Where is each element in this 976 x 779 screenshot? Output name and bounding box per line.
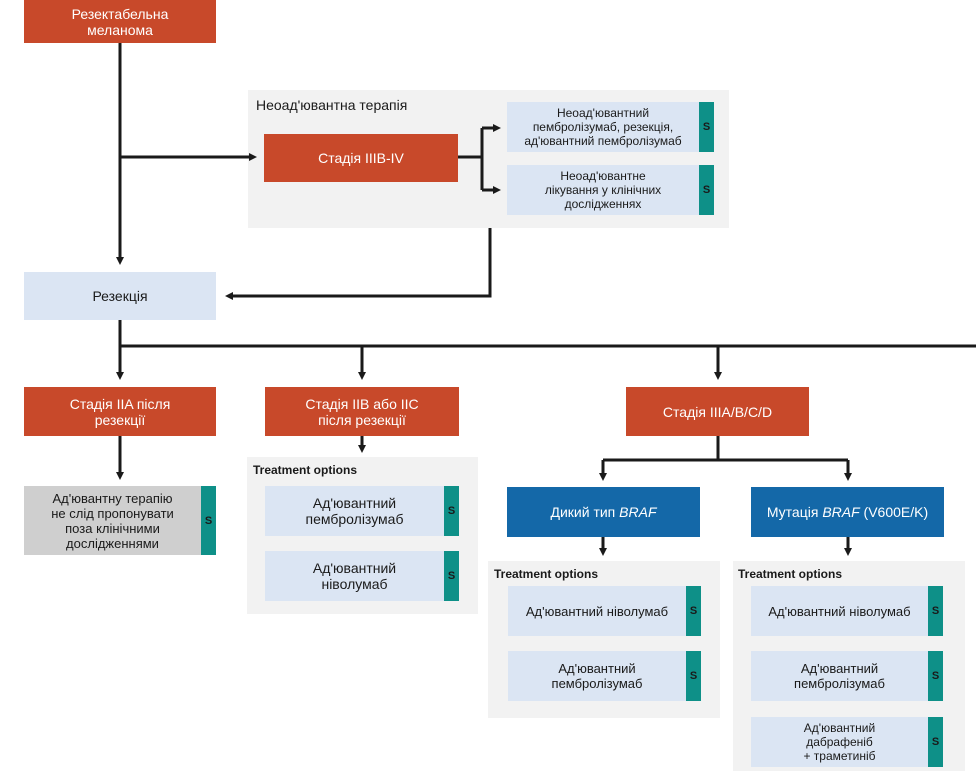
iib-option-2-text: Ад'ювантний ніволумаб: [312, 560, 397, 592]
braf-wildtype-prefix: Дикий тип: [550, 504, 620, 520]
mutation-treatment-options-header: Treatment options: [738, 567, 843, 581]
stage-iia-node: Стадія IIA після резекції: [24, 387, 216, 436]
braf-mutation-label: Мутація BRAF (V600E/K): [767, 504, 928, 520]
stage-iiib-iv-node: Стадія IIIB-IV: [264, 134, 458, 182]
iib-option-1-text: Ад'ювантний пембролізумаб: [305, 495, 404, 527]
return-to-resection-arrow: [225, 228, 492, 300]
braf-mutation-prefix: Мутація: [766, 504, 823, 520]
neoadjuvant-panel-title: Неоад'ювантна терапія: [256, 97, 408, 113]
iia-option: Ад'ювантну терапію не слід пропонувати п…: [24, 486, 216, 555]
resection-node: Резекція: [24, 272, 216, 320]
mutation-option-1-s-badge: S: [928, 586, 943, 636]
iib-treatment-options-header: Treatment options: [253, 463, 358, 477]
mutation-option-2: Ад'ювантний пембролізумаб S: [751, 651, 943, 701]
braf-mutation-suffix: (V600E/K): [859, 504, 929, 520]
neoadj-option-1-s-badge: S: [699, 102, 714, 152]
braf-mutation-node: Мутація BRAF (V600E/K): [751, 487, 944, 537]
wildtype-option-2-s-badge: S: [686, 651, 701, 701]
mutation-option-3-s-badge: S: [928, 717, 943, 767]
iia-option-text: Ад'ювантну терапію не слід пропонувати п…: [51, 490, 174, 551]
stage-iiib-iv-label: Стадія IIIB-IV: [318, 150, 404, 166]
wildtype-option-2-text: Ад'ювантний пембролізумаб: [551, 661, 643, 691]
mutation-option-3: Ад'ювантний дабрафеніб + траметиніб S: [751, 717, 943, 767]
stage-iib-iic-node: Стадія IIB або IIC після резекції: [265, 387, 459, 436]
mutation-option-2-s-badge: S: [928, 651, 943, 701]
resectable-melanoma-node: Резектабельна меланома: [24, 0, 216, 43]
wildtype-option-1: Ад'ювантний ніволумаб S: [508, 586, 701, 636]
stage-iii-label: Стадія IIIA/B/C/D: [662, 403, 773, 420]
stage-iia-label: Стадія IIA після резекції: [69, 395, 171, 428]
braf-wildtype-gene: BRAF: [619, 504, 657, 520]
wildtype-option-1-s-badge: S: [686, 586, 701, 636]
neoadj-option-1-text: Неоад'ювантний пембролізумаб, резекція, …: [524, 106, 682, 148]
braf-wildtype-node: Дикий тип BRAF: [507, 487, 700, 537]
wildtype-treatment-options-header: Treatment options: [494, 567, 599, 581]
braf-mutation-gene: BRAF: [822, 504, 860, 520]
neoadj-option-2-s-badge: S: [699, 165, 714, 215]
iia-option-s-badge: S: [201, 486, 216, 555]
iib-option-2-s-badge: S: [444, 551, 459, 601]
resectable-melanoma-label: Резектабельна меланома: [71, 5, 169, 38]
mutation-option-3-text: Ад'ювантний дабрафеніб + траметиніб: [803, 721, 876, 763]
iib-option-1: Ад'ювантний пембролізумаб S: [265, 486, 459, 536]
mutation-option-2-text: Ад'ювантний пембролізумаб: [794, 661, 885, 691]
neoadj-option-1: Неоад'ювантний пембролізумаб, резекція, …: [507, 102, 714, 152]
wildtype-option-1-text: Ад'ювантний ніволумаб: [525, 603, 669, 619]
iib-option-2: Ад'ювантний ніволумаб S: [265, 551, 459, 601]
stage-iib-iic-label: Стадія IIB або IIC після резекції: [305, 395, 419, 428]
mutation-option-1-text: Ад'ювантний ніволумаб: [768, 603, 911, 619]
resection-label: Резекція: [92, 288, 148, 304]
neoadj-option-2: Неоад'ювантне лікування у клінічних досл…: [507, 165, 714, 215]
neoadj-option-2-text: Неоад'ювантне лікування у клінічних досл…: [544, 169, 662, 211]
mutation-option-1: Ад'ювантний ніволумаб S: [751, 586, 943, 636]
iib-option-1-s-badge: S: [444, 486, 459, 536]
wildtype-option-2: Ад'ювантний пембролізумаб S: [508, 651, 701, 701]
stage-iii-node: Стадія IIIA/B/C/D: [626, 387, 809, 436]
braf-wildtype-label: Дикий тип BRAF: [550, 504, 656, 520]
